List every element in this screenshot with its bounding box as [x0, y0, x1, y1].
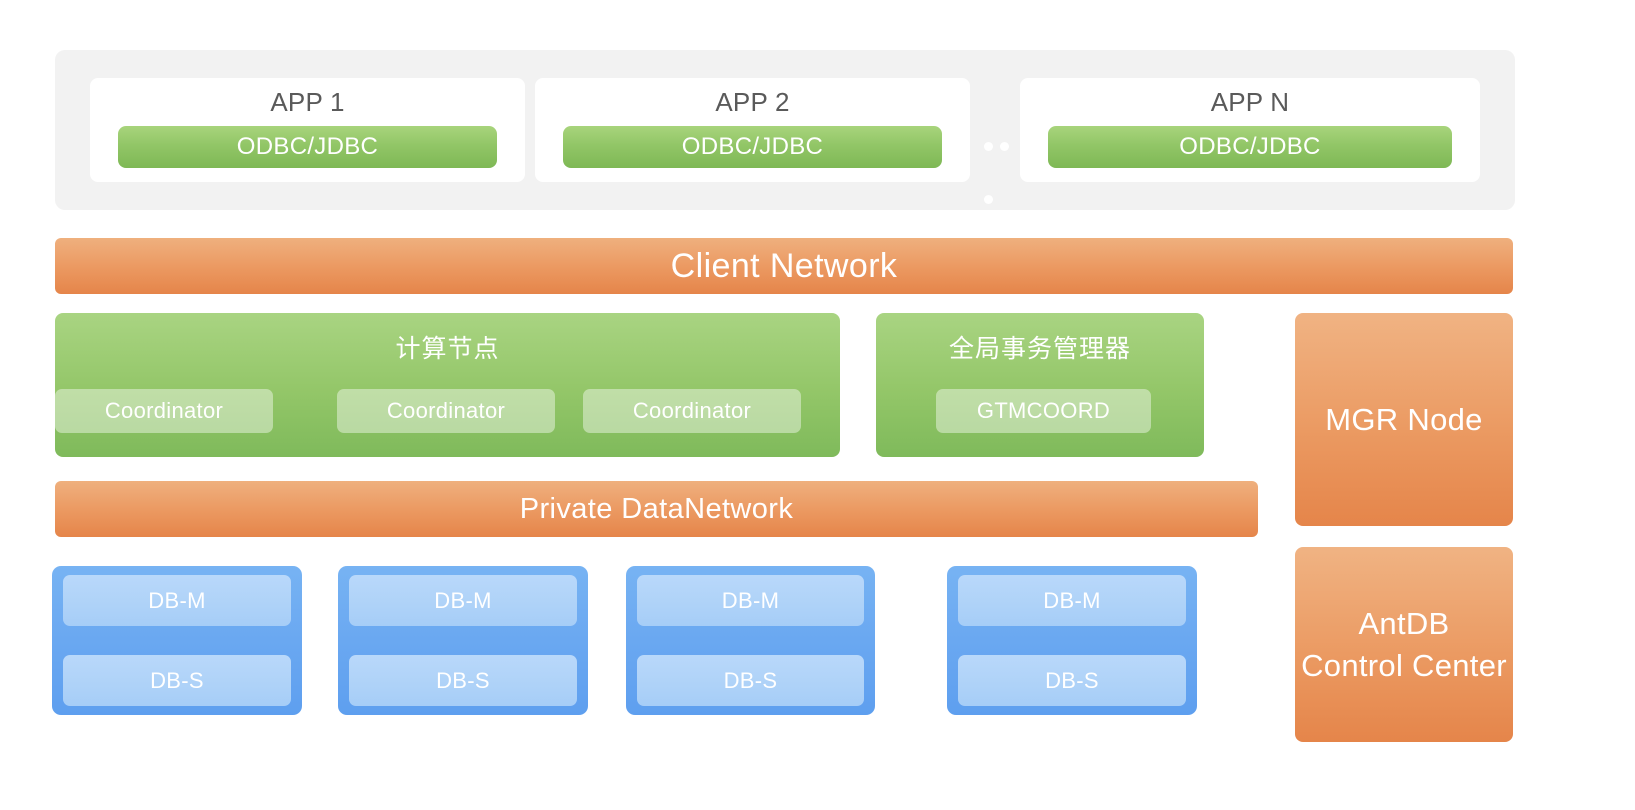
app-title: APP 2	[715, 87, 790, 117]
odbc-jdbc-connector[interactable]: ODBC/JDBC	[563, 126, 942, 168]
app-card-n[interactable]: APP N ODBC/JDBC	[1020, 78, 1480, 182]
mgr-node-card[interactable]: MGR Node	[1295, 313, 1513, 526]
db-slave-node[interactable]: DB-S	[958, 655, 1186, 706]
app-title: APP 1	[270, 87, 345, 117]
db-group-4: DB-M DB-S	[947, 566, 1197, 715]
coordinator-node-2[interactable]: Coordinator	[583, 389, 801, 433]
coordinator-node-3[interactable]: Coordinator	[55, 389, 273, 433]
antdb-control-center-card[interactable]: AntDB Control Center	[1295, 547, 1513, 742]
app-card-1[interactable]: APP 1 ODBC/JDBC	[90, 78, 525, 182]
odbc-jdbc-connector[interactable]: ODBC/JDBC	[1048, 126, 1452, 168]
gtm-title: 全局事务管理器	[948, 335, 1131, 363]
odbc-jdbc-connector[interactable]: ODBC/JDBC	[118, 126, 497, 168]
application-band: APP 1 ODBC/JDBC APP 2 ODBC/JDBC APP N OD…	[55, 50, 1515, 210]
ellipsis-dot-icon	[984, 195, 993, 204]
ellipsis-dot-icon	[984, 142, 993, 151]
client-network-bar: Client Network	[55, 238, 1513, 294]
compute-node-title: 计算节点	[395, 335, 500, 363]
db-group-1: DB-M DB-S	[52, 566, 302, 715]
db-group-3: DB-M DB-S	[626, 566, 875, 715]
app-title: APP N	[1210, 87, 1290, 117]
control-center-label: AntDB Control Center	[1301, 603, 1507, 687]
global-transaction-manager-panel: 全局事务管理器 GTMCOORD	[876, 313, 1204, 457]
db-group-2: DB-M DB-S	[338, 566, 588, 715]
db-slave-node[interactable]: DB-S	[637, 655, 864, 706]
ellipsis-dot-icon	[1000, 142, 1009, 151]
gtmcoord-node[interactable]: GTMCOORD	[936, 389, 1151, 433]
compute-node-panel: 计算节点 Coordinator Coordinator Coordinator	[55, 313, 840, 457]
db-slave-node[interactable]: DB-S	[349, 655, 577, 706]
db-master-node[interactable]: DB-M	[958, 575, 1186, 626]
control-center-line-1: AntDB	[1358, 605, 1450, 641]
app-card-2[interactable]: APP 2 ODBC/JDBC	[535, 78, 970, 182]
coordinator-node-1[interactable]: Coordinator	[337, 389, 555, 433]
control-center-line-2: Control Center	[1301, 647, 1507, 683]
private-data-network-bar: Private DataNetwork	[55, 481, 1258, 537]
db-master-node[interactable]: DB-M	[349, 575, 577, 626]
db-master-node[interactable]: DB-M	[637, 575, 864, 626]
db-slave-node[interactable]: DB-S	[63, 655, 291, 706]
db-master-node[interactable]: DB-M	[63, 575, 291, 626]
